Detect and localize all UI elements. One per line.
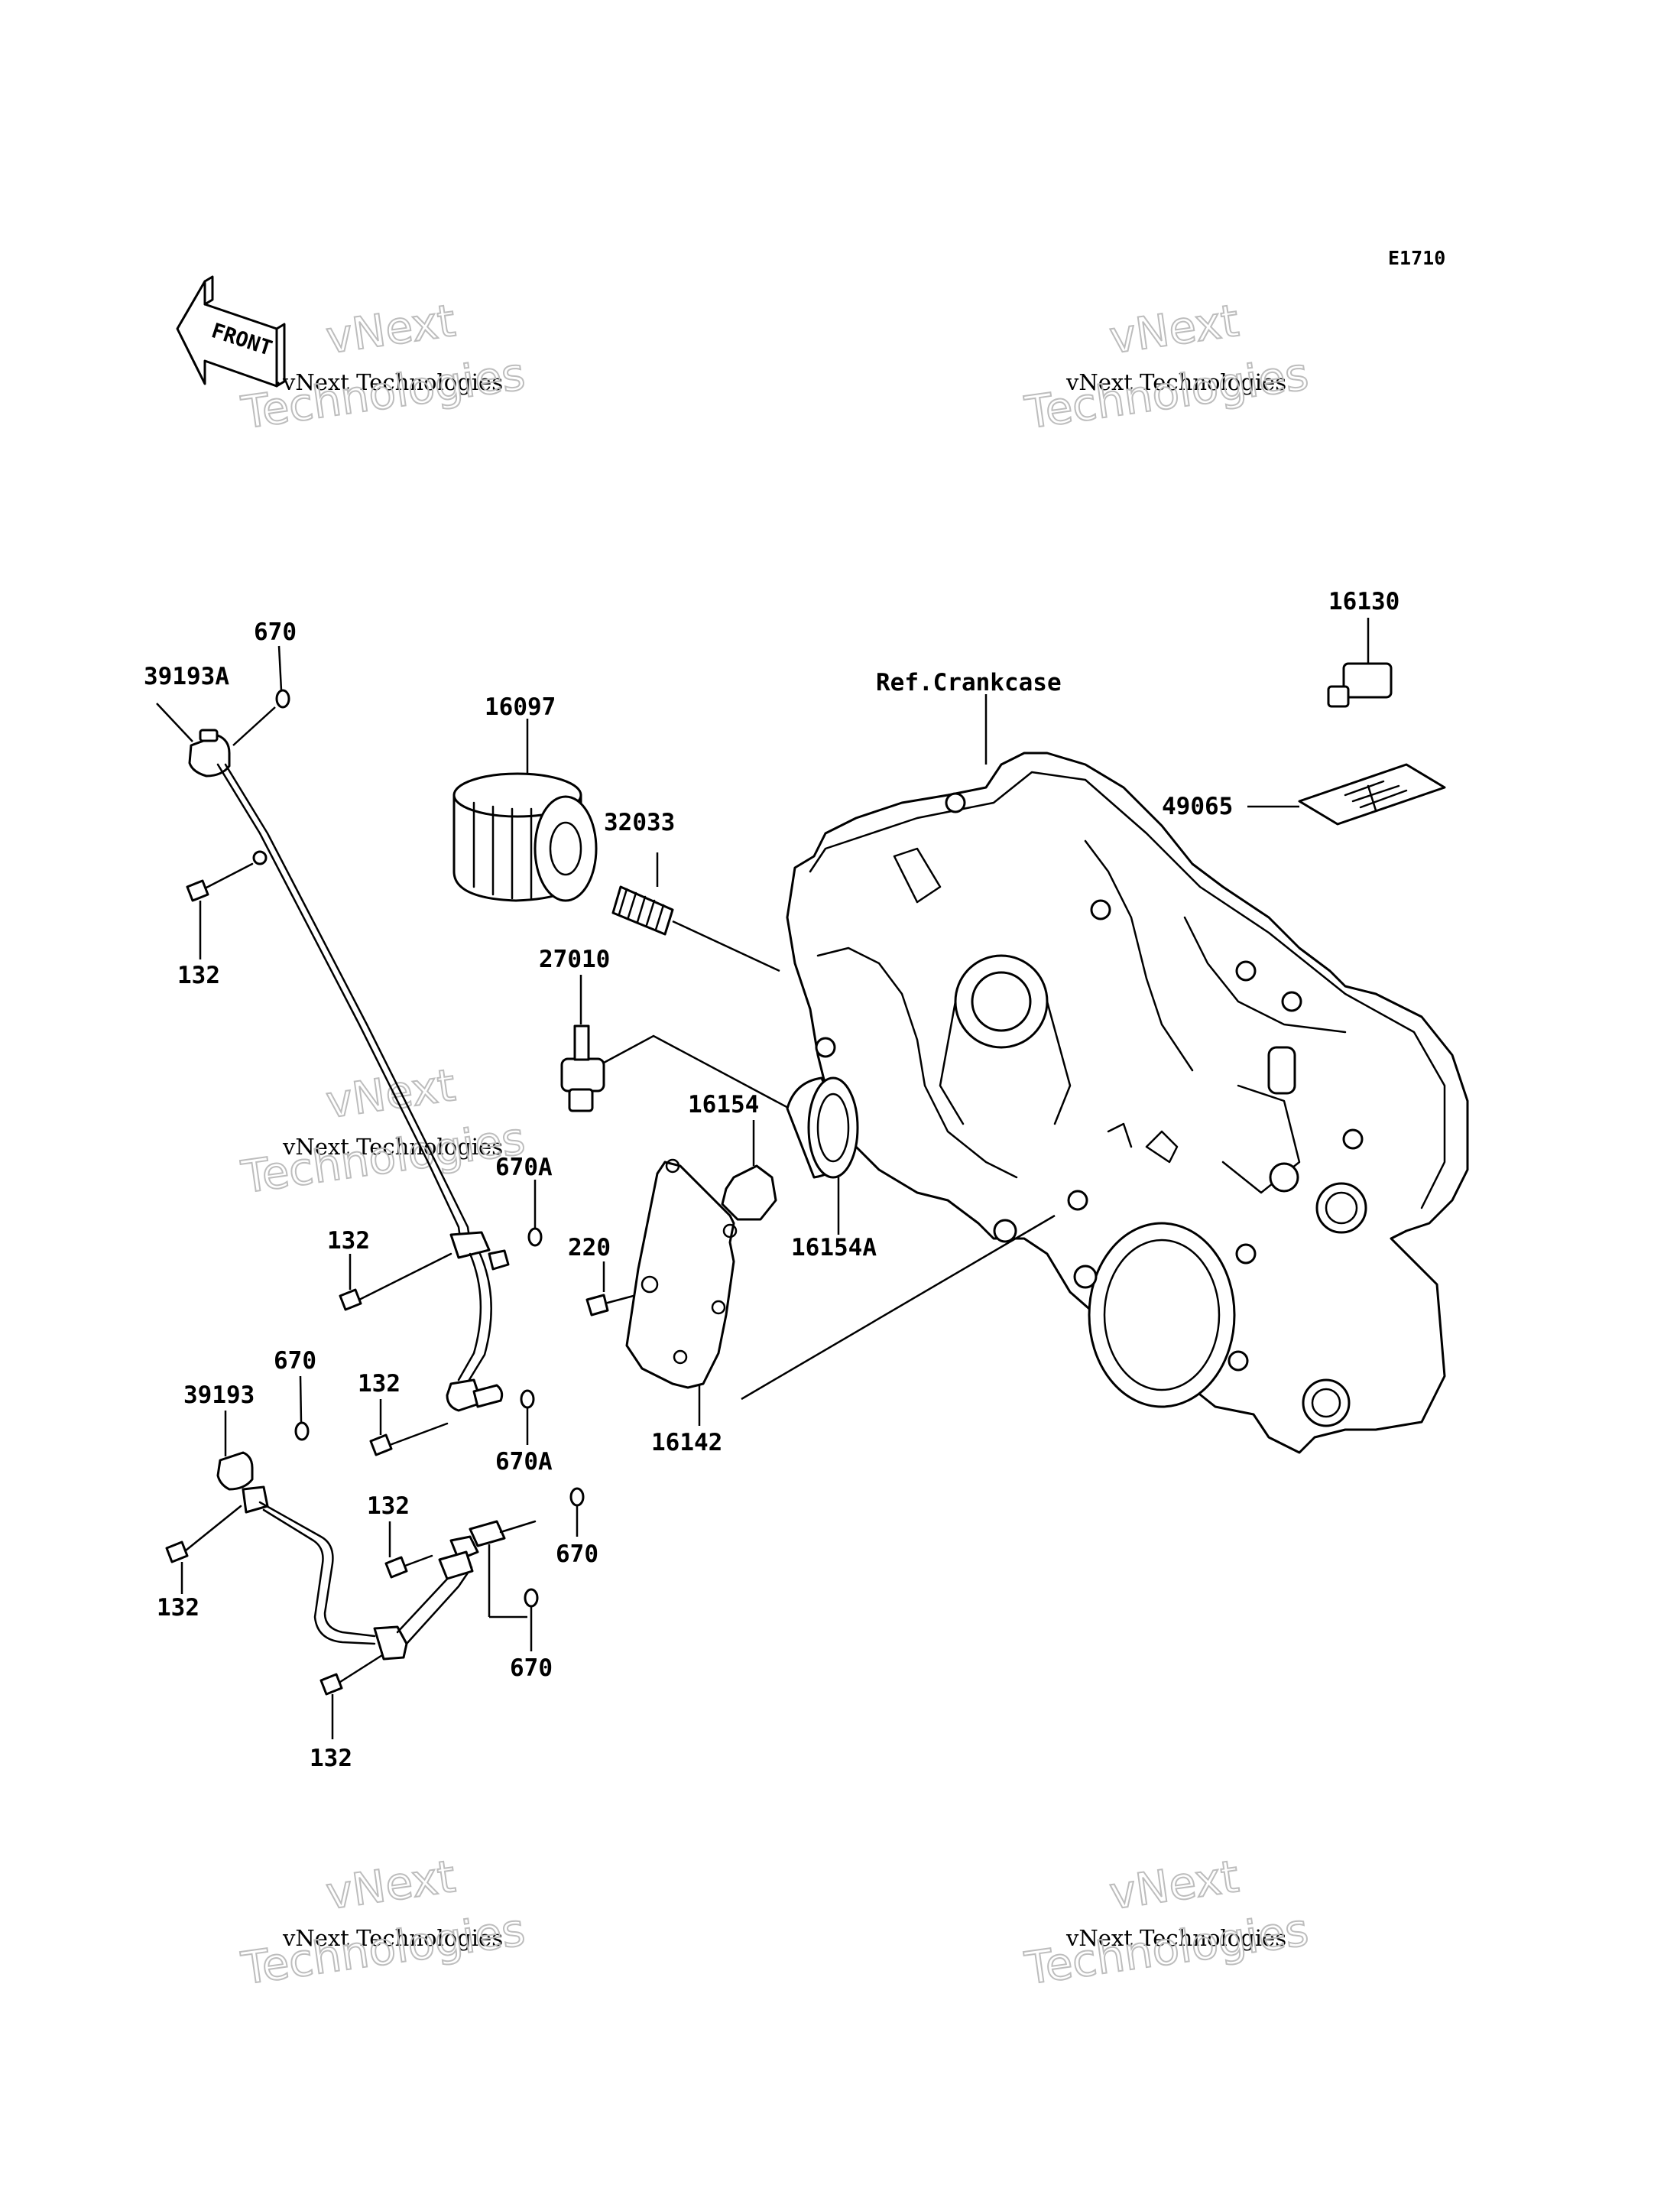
svg-text:vNext Technologies: vNext Technologies [1065,369,1286,395]
crankcase-reference-label: Ref.Crankcase [876,669,1062,696]
callout-27010: 27010 [539,946,610,973]
callout-39193a: 39193A [144,663,229,690]
gasket-670-left-leader [299,1375,303,1423]
svg-text:vNext: vNext [1106,1850,1241,1920]
svg-text:vNext Technologies: vNext Technologies [282,1925,503,1951]
rotor-16154a-drawing [786,1076,859,1235]
label-49065-drawing [1247,763,1446,826]
callout-132-mid3: 132 [367,1492,410,1520]
bolt-132-mid1 [339,1252,452,1311]
callout-132-top: 132 [177,962,220,989]
callout-39193: 39193 [183,1381,255,1409]
oil-filter-16097-drawing [452,719,598,902]
pump-cover-16142-drawing [625,1158,1056,1426]
callout-16142: 16142 [651,1429,722,1456]
svg-text:vNext Technologies: vNext Technologies [282,1134,503,1160]
bolt-132-bottom [319,1654,384,1739]
callout-132-left: 132 [157,1594,199,1622]
gasket-670a-lower [520,1389,535,1409]
svg-text:vNext: vNext [323,1850,458,1920]
gasket-670-left [294,1421,310,1441]
callout-670-right: 670 [556,1541,598,1568]
callout-132-bottom: 132 [310,1745,352,1772]
callout-670-bottom: 670 [510,1654,553,1682]
watermark-top-right: vNext Technologies vNext Technologies [1020,294,1312,440]
diagram-code: E1710 [1388,247,1445,269]
gasket-670-top-leader [277,645,283,691]
bolt-132-left [165,1505,242,1594]
svg-text:Technologies: Technologies [238,1112,527,1203]
bolt-132-mid3 [384,1521,433,1579]
bolt-132-top [186,862,254,959]
callout-670a-lower: 670A [495,1448,553,1476]
callout-670-left: 670 [274,1347,316,1375]
gasket-670-bottom [524,1588,539,1608]
callout-16154a: 16154A [791,1234,877,1261]
callout-16130: 16130 [1328,588,1399,615]
callout-39193a-leader [156,703,193,742]
svg-text:vNext Technologies: vNext Technologies [282,369,503,395]
switch-27010-drawing [560,975,826,1129]
bolt-132-mid2 [369,1399,449,1456]
watermark-mid-left: vNext Technologies vNext Technologies [237,1058,528,1204]
pipe-39193a-leader [232,706,276,746]
gasket-670-top [275,689,290,709]
callout-132-mid2: 132 [358,1370,401,1398]
callout-670-top: 670 [254,618,297,646]
svg-text:vNext Technologies: vNext Technologies [1065,1925,1286,1951]
callout-32033: 32033 [604,809,675,836]
crankcase-drawing [786,752,1469,1454]
svg-text:Technologies: Technologies [238,1904,527,1995]
oil-pipe-39193-drawing [216,1451,537,1661]
pipe-32033-drawing [611,852,780,972]
watermark-bottom-left: vNext Technologies vNext Technologies [237,1849,528,1995]
svg-text:Technologies: Technologies [1021,348,1311,439]
rotor-16154-drawing [721,1120,777,1221]
watermark-bottom-right: vNext Technologies vNext Technologies [1020,1849,1312,1995]
callout-670a-upper: 670A [495,1154,553,1181]
svg-text:vNext: vNext [1106,294,1241,364]
callout-132-mid1: 132 [327,1227,370,1255]
callout-16097: 16097 [485,693,556,721]
oil-pipe-39193a-drawing [188,381,510,1412]
front-arrow-icon: FRONT [176,275,286,388]
callout-49065: 49065 [1162,793,1233,820]
callout-16154: 16154 [688,1091,759,1118]
svg-text:vNext: vNext [323,1059,458,1128]
svg-text:Technologies: Technologies [1021,1904,1311,1995]
switch-16130-drawing [1327,618,1393,708]
gasket-670-right [569,1487,585,1507]
callout-220: 220 [568,1234,611,1261]
svg-text:vNext: vNext [323,294,458,364]
gasket-670a-upper [527,1227,543,1247]
